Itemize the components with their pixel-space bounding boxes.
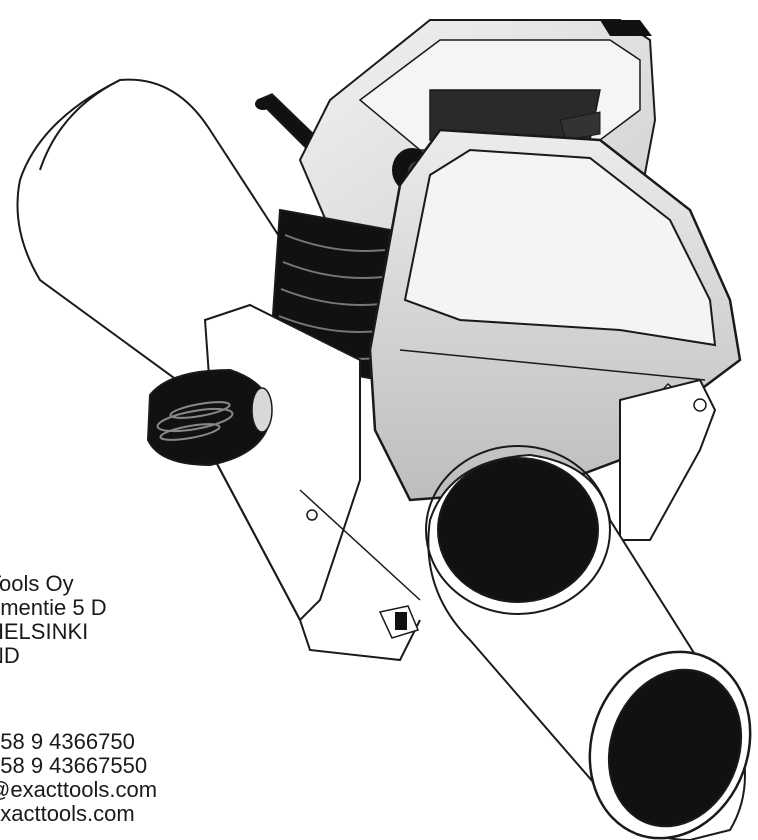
email-address[interactable]: @exacttools.com [0,777,158,802]
street-address: ementie 5 D [0,595,107,620]
address-block: Tools Oy ementie 5 D HELSINKI ND [0,572,107,668]
adjustment-knob [146,368,273,467]
frame-latch [378,605,420,639]
city: HELSINKI [0,619,89,644]
fax-number: 358 9 43667550 [0,753,148,778]
contact-block: 358 9 4366750 358 9 43667550 @exacttools… [0,730,157,826]
pipe-right [425,445,752,840]
phone-number: 358 9 4366750 [0,729,135,754]
country: ND [0,643,20,668]
company-name: Tools Oy [0,571,74,596]
website-link[interactable]: exacttools.com [0,801,135,826]
